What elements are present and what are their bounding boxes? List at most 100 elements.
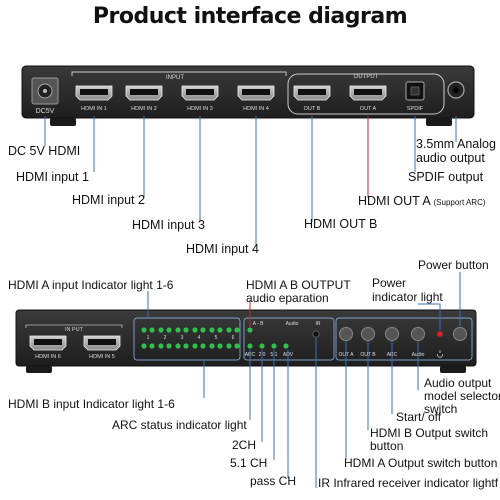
label-ab-line1: HDMI A B OUTPUT	[246, 278, 351, 292]
power-led	[437, 331, 443, 337]
label-hdmi-out-a: HDMI OUT A (Support ARC)	[358, 194, 486, 210]
status-leds	[247, 327, 320, 349]
top-callout-lines	[44, 116, 457, 246]
led-number-5: 5	[215, 335, 218, 341]
led-b-2-pair	[166, 343, 172, 349]
label-outb-btn-line2: button	[370, 439, 404, 453]
outa-port-label: OUT A	[360, 106, 377, 112]
hdmi-port-outb	[293, 85, 331, 101]
label-audio-sel-line3: switch	[424, 402, 458, 416]
label-outb-btn-line1: HDMI B Output switch	[370, 426, 489, 440]
audio-label: Audio	[286, 321, 299, 327]
label-power-indicator-line1: Power	[372, 276, 407, 290]
label-ir-receiver: IR Infrared receiver indicator lightf	[318, 476, 499, 490]
led-b-2	[158, 343, 164, 349]
label-hdmi-input-3: HDMI input 3	[132, 218, 205, 232]
input-header: INPUT	[166, 75, 184, 81]
label-audio-sel-line1: Audio output	[424, 376, 492, 390]
dc-power-port	[31, 77, 59, 105]
led-number-4: 4	[198, 335, 201, 341]
ir-label: IR	[316, 321, 321, 327]
led-a-4-pair	[200, 327, 206, 333]
spdif-port-label: SPDIF	[407, 106, 424, 112]
led-b-6	[226, 343, 232, 349]
hdmi-port-outa	[349, 85, 387, 101]
ab-led	[247, 327, 253, 333]
led-a-5-pair	[217, 327, 223, 333]
hdmi-port-in2	[125, 85, 163, 101]
in4-port-label: HDMI IN 4	[243, 106, 269, 112]
led-a-3-pair	[183, 327, 189, 333]
label-analog-line2: audio output	[416, 151, 485, 165]
ch51-led	[271, 343, 277, 349]
dc-port-label: DC5V	[36, 108, 55, 115]
label-hdmi-a-indicators: HDMI A input Indicator light 1-6	[8, 278, 174, 292]
label-hdmi-out-b: HDMI OUT B	[304, 217, 378, 231]
bottom-input-header: IN PUT	[65, 327, 84, 333]
label-analog-line1: 3.5mm Analog	[416, 137, 496, 151]
label-outa-btn: HDMI A Output switch button	[344, 456, 498, 470]
hdmi-port-in5	[83, 335, 121, 351]
led-b-1-pair	[149, 343, 155, 349]
led-number-3: 3	[181, 335, 184, 341]
led-b-4-pair	[200, 343, 206, 349]
ab-label: A - B	[253, 321, 265, 327]
output-header: OUTPUT	[354, 74, 379, 80]
power-button[interactable]	[453, 327, 467, 341]
label-power-button: Power button	[418, 258, 489, 272]
led-a-1	[141, 327, 147, 333]
led-a-6-pair	[234, 327, 240, 333]
label-audio-sel-line2: model selector	[424, 389, 500, 403]
ch2-led	[259, 343, 265, 349]
label-dc-power: DC 5V HDMI	[8, 144, 81, 158]
label-pass-ch: pass CH	[250, 474, 297, 488]
hdmi-port-in3	[181, 85, 219, 101]
label-51ch: 5.1 CH	[230, 456, 268, 470]
led-a-5	[209, 327, 215, 333]
led-a-6	[226, 327, 232, 333]
led-b-3	[175, 343, 181, 349]
front-buttons[interactable]	[339, 327, 467, 341]
in2-port-label: HDMI IN 2	[131, 106, 157, 112]
in1-port-label: HDMI IN 1	[81, 106, 107, 112]
arc-led	[247, 343, 253, 349]
label-power-indicator-line2: indicator light	[372, 290, 443, 304]
spdif-port	[405, 81, 425, 101]
hdmi-port-in6	[29, 335, 67, 351]
hdmi-port-in4	[237, 85, 275, 101]
led-a-4	[192, 327, 198, 333]
outb-port-label: OUT B	[304, 106, 321, 112]
label-hdmi-input-4: HDMI input 4	[186, 242, 259, 256]
page-title: Product interface diagram	[92, 4, 408, 29]
in3-port-label: HDMI IN 3	[187, 106, 213, 112]
label-hdmi-input-2: HDMI input 2	[72, 193, 145, 207]
hdmi-port-in1	[75, 85, 113, 101]
led-b-5-pair	[217, 343, 223, 349]
outa-button[interactable]	[339, 327, 353, 341]
label-2ch: 2CH	[232, 438, 257, 452]
label-hdmi-out-a-note: (Support ARC)	[433, 198, 486, 207]
led-b-1	[141, 343, 147, 349]
led-number-1: 1	[147, 335, 150, 341]
audio-button[interactable]	[411, 327, 425, 341]
led-number-2: 2	[164, 335, 167, 341]
led-b-6-pair	[234, 343, 240, 349]
label-hdmi-b-indicators: HDMI B input Indicator light 1-6	[8, 397, 175, 411]
bottom-callout-lines	[147, 272, 461, 488]
outb-button[interactable]	[361, 327, 375, 341]
label-spdif-output: SPDIF output	[408, 170, 484, 184]
led-a-2	[158, 327, 164, 333]
power-symbol-icon	[437, 350, 443, 358]
in5-port-label: HDMI IN 5	[89, 354, 115, 360]
ir-receiver	[312, 330, 320, 338]
rear-panel	[21, 65, 475, 126]
label-arc-status: ARC status indicator light	[112, 418, 247, 432]
led-b-5	[209, 343, 215, 349]
analog-audio-port	[447, 81, 465, 99]
arc-button[interactable]	[385, 327, 399, 341]
led-b-3-pair	[183, 343, 189, 349]
front-panel	[15, 309, 477, 373]
label-hdmi-out-a-main: HDMI OUT A	[358, 194, 431, 208]
